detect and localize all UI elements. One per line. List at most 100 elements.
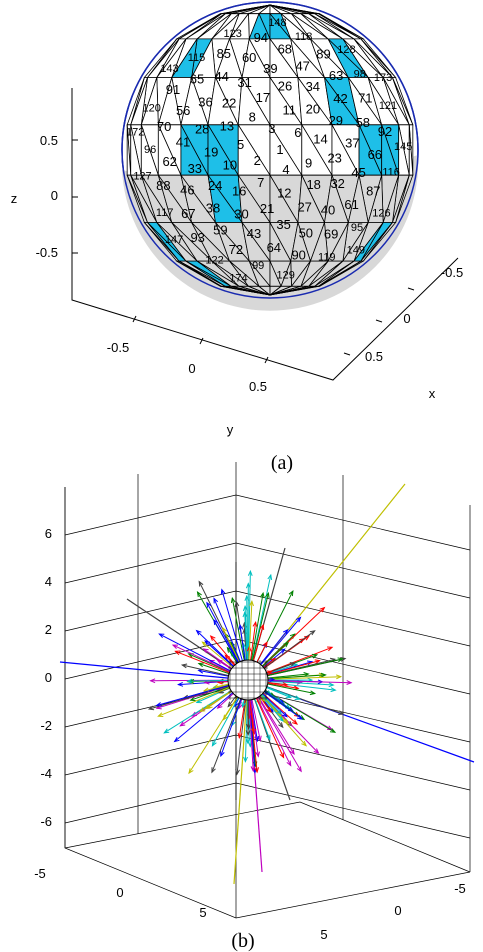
panel-b-arrowhead bbox=[295, 616, 302, 623]
panel-a-geodesic-sphere bbox=[121, 1, 419, 311]
panel-b-central-sphere bbox=[227, 659, 269, 701]
panel-b-arrowhead bbox=[328, 682, 335, 688]
panel-a-facet-number: 61 bbox=[344, 197, 358, 212]
panel-b-z-tick-label: -4 bbox=[40, 766, 52, 781]
panel-a-facet-number: 62 bbox=[162, 154, 176, 169]
panel-a-facet-number: 9 bbox=[305, 155, 312, 170]
panel-a-tick-labels: 0.50-0.5-0.500.5-0.500.5 bbox=[36, 133, 464, 394]
panel-b-arrowhead bbox=[326, 725, 334, 731]
panel-a-facet-number: 127 bbox=[133, 170, 151, 182]
panel-b-arrowhead bbox=[158, 633, 165, 639]
panel-a-facet-number: 66 bbox=[368, 147, 382, 162]
panel-a-z-tick-label: -0.5 bbox=[36, 245, 58, 260]
panel-a-axes bbox=[71, 88, 459, 381]
panel-a-facet-number: 65 bbox=[190, 72, 204, 87]
panel-a-facet-number: 93 bbox=[190, 230, 204, 245]
panel-a-facet-number: 24 bbox=[208, 178, 222, 193]
panel-a-facet-number: 88 bbox=[156, 178, 170, 193]
panel-b-arrowhead bbox=[177, 681, 184, 687]
panel-b-z-tick-label: -6 bbox=[40, 814, 52, 829]
panel-b-arrowhead bbox=[155, 702, 162, 707]
panel-b-arrowhead bbox=[319, 606, 326, 613]
panel-b-arrowhead bbox=[196, 591, 202, 598]
panel-b-z-tick-label: 0 bbox=[45, 670, 52, 685]
panel-b-arrowhead bbox=[213, 597, 219, 604]
panel-a-x-tick-mark bbox=[343, 352, 351, 356]
panel-a-facet-number: 50 bbox=[299, 226, 313, 241]
panel-b-arrowhead bbox=[198, 580, 204, 587]
panel-b-arrowhead bbox=[179, 721, 186, 727]
panel-a-z-tick-label: 0 bbox=[51, 188, 58, 203]
panel-a-facet-number: 89 bbox=[316, 46, 330, 61]
panel-b-arrowhead bbox=[216, 703, 223, 709]
panel-a-facet-number: 92 bbox=[378, 124, 392, 139]
panel-a-facet-number: 45 bbox=[351, 165, 365, 180]
panel-a-zlabel: z bbox=[11, 191, 18, 206]
panel-b-arrowhead bbox=[313, 748, 320, 754]
panel-b-arrowhead bbox=[220, 588, 226, 595]
panel-a-facet-number: 12 bbox=[277, 185, 291, 200]
panel-b-z-tick-label: 4 bbox=[45, 574, 52, 589]
panel-a-facet-number: 95 bbox=[351, 222, 363, 234]
panel-a-facet-number: 8 bbox=[249, 110, 256, 125]
panel-a-facet-number: 11 bbox=[283, 103, 297, 118]
panel-b-arrowhead bbox=[346, 680, 353, 685]
panel-b-arrowhead bbox=[202, 648, 209, 654]
panel-b-arrowhead bbox=[211, 740, 217, 747]
panel-a-facet-number: 33 bbox=[188, 161, 202, 176]
panel-a-mesh-facet bbox=[269, 285, 319, 296]
panel-b-arrowhead bbox=[283, 641, 290, 648]
panel-a-y-tick-label: 0 bbox=[188, 361, 195, 376]
panel-b-arrowhead bbox=[220, 750, 225, 758]
panel-b-x-tick-label: 0 bbox=[394, 903, 401, 918]
panel-b-arrowhead bbox=[336, 674, 343, 680]
panel-a-y-tick-label: -0.5 bbox=[107, 340, 129, 355]
panel-a-facet-number: 148 bbox=[268, 17, 286, 29]
panel-a-sphere-rim bbox=[121, 1, 419, 299]
panel-b-arrowhead bbox=[188, 768, 194, 775]
panel-a-facet-number: 174 bbox=[229, 272, 247, 284]
panel-b-arrowhead bbox=[278, 716, 284, 722]
panel-b-arrowhead bbox=[189, 696, 196, 702]
panel-b-arrowhead bbox=[289, 662, 297, 667]
panel-a-facet-number: 59 bbox=[213, 222, 227, 237]
panel-b-arrowhead bbox=[247, 569, 253, 576]
panel-b-arrowhead bbox=[199, 707, 206, 713]
panel-b-arrowhead bbox=[296, 766, 302, 773]
panel-b-arrowhead bbox=[249, 599, 254, 607]
panel-a-xlabel: x bbox=[429, 386, 436, 401]
panel-a-facet-number: 2 bbox=[254, 153, 261, 168]
panel-a-facet-number: 96 bbox=[144, 144, 156, 156]
panel-a-facet-number: 16 bbox=[232, 184, 246, 199]
panel-b-arrowhead bbox=[204, 704, 211, 710]
panel-a-facet-number: 121 bbox=[379, 100, 397, 112]
panel-b-arrowhead bbox=[255, 751, 260, 758]
panel-b-arrowhead bbox=[259, 623, 265, 630]
panel-b-arrowhead bbox=[289, 748, 295, 756]
panel-b-arrowhead bbox=[269, 677, 276, 683]
panel-a-facet-number: 26 bbox=[278, 79, 292, 94]
panel-a-facet-number: 173 bbox=[374, 72, 392, 84]
panel-a-facet-number: 122 bbox=[205, 255, 223, 267]
panel-a-facet-number: 118 bbox=[295, 31, 313, 43]
panel-a-facet-number: 47 bbox=[295, 58, 309, 73]
panel-a-facet-number: 67 bbox=[181, 206, 195, 221]
panel-a-facet-number: 19 bbox=[204, 144, 218, 159]
panel-b-arrowhead bbox=[173, 736, 180, 743]
panel-a-facet-number: 91 bbox=[166, 82, 180, 97]
panel-b-grid-level bbox=[64, 542, 471, 599]
panel-a-facet-number: 117 bbox=[156, 207, 174, 219]
panel-a-facet-number: 21 bbox=[260, 201, 274, 216]
panel-a-facet-number: 20 bbox=[306, 101, 320, 116]
panel-a-z-tick-label: 0.5 bbox=[40, 133, 58, 148]
panel-a-facet-number: 29 bbox=[329, 113, 343, 128]
panel-a-facet-number: 40 bbox=[321, 203, 335, 218]
panel-b-arrowhead bbox=[252, 620, 258, 628]
panel-a-facet-number: 7 bbox=[257, 175, 264, 190]
panel-b-arrowhead bbox=[340, 657, 347, 662]
panel-a-facet-number: 71 bbox=[358, 91, 372, 106]
panel-b-arrowhead bbox=[243, 756, 248, 763]
panel-a-facet-number: 1 bbox=[276, 142, 283, 157]
panel-a-facet-number: 90 bbox=[291, 248, 305, 263]
